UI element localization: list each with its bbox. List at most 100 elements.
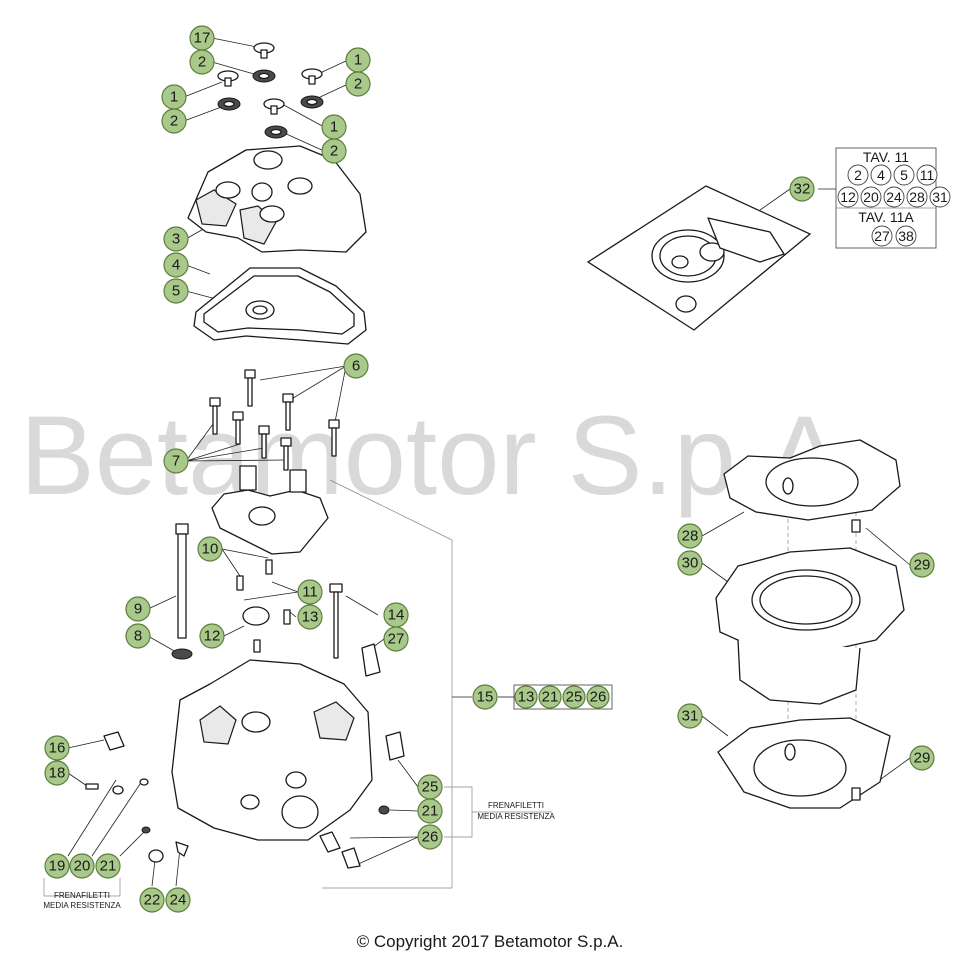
svg-text:4: 4 bbox=[877, 167, 885, 183]
threadlocker-notes: FRENAFILETTI MEDIA RESISTENZA FRENAFILET… bbox=[43, 801, 555, 910]
svg-text:31: 31 bbox=[682, 708, 699, 725]
callout-7[interactable]: 7 bbox=[163, 448, 189, 474]
svg-text:5: 5 bbox=[172, 283, 180, 300]
svg-text:12: 12 bbox=[204, 628, 221, 645]
kit15-item-13[interactable]: 13 bbox=[514, 685, 538, 709]
svg-text:11: 11 bbox=[920, 167, 935, 183]
callout-1[interactable]: 1 bbox=[345, 47, 371, 73]
svg-text:29: 29 bbox=[914, 750, 931, 767]
callout-21[interactable]: 21 bbox=[95, 853, 121, 879]
callout-13[interactable]: 13 bbox=[297, 604, 323, 630]
callout-21[interactable]: 21 bbox=[417, 798, 443, 824]
svg-text:26: 26 bbox=[422, 829, 439, 846]
svg-text:4: 4 bbox=[172, 257, 180, 274]
callout-22[interactable]: 22 bbox=[139, 887, 165, 913]
svg-text:20: 20 bbox=[74, 858, 91, 875]
svg-text:1: 1 bbox=[170, 89, 178, 106]
callout-27[interactable]: 27 bbox=[383, 626, 409, 652]
callout-28[interactable]: 28 bbox=[677, 523, 703, 549]
callout-11[interactable]: 11 bbox=[297, 579, 323, 605]
svg-text:20: 20 bbox=[863, 189, 879, 205]
ref-item: 2 bbox=[847, 164, 869, 186]
ref-item: 31 bbox=[929, 186, 951, 208]
svg-text:19: 19 bbox=[49, 858, 66, 875]
callout-20[interactable]: 20 bbox=[69, 853, 95, 879]
svg-text:7: 7 bbox=[172, 453, 180, 470]
callout-29[interactable]: 29 bbox=[909, 745, 935, 771]
svg-text:22: 22 bbox=[144, 892, 161, 909]
callout-2[interactable]: 2 bbox=[321, 138, 347, 164]
svg-text:30: 30 bbox=[682, 555, 699, 572]
svg-text:2: 2 bbox=[854, 167, 862, 183]
callout-4[interactable]: 4 bbox=[163, 252, 189, 278]
callouts: 17 2 1 2 1 2 1 2 3 4 5 6 7 10 11 9 14 12… bbox=[44, 25, 935, 913]
ref-item: 28 bbox=[906, 186, 928, 208]
threadlock-note-left-line2: MEDIA RESISTENZA bbox=[43, 901, 121, 910]
callout-10[interactable]: 10 bbox=[197, 536, 223, 562]
threadlock-note-right-line2: MEDIA RESISTENZA bbox=[477, 812, 555, 821]
callout-12[interactable]: 12 bbox=[199, 623, 225, 649]
kit15-item-26[interactable]: 26 bbox=[586, 685, 610, 709]
svg-text:21: 21 bbox=[422, 803, 439, 820]
callout-17[interactable]: 17 bbox=[189, 25, 215, 51]
svg-text:25: 25 bbox=[566, 689, 583, 706]
callout-25[interactable]: 25 bbox=[417, 774, 443, 800]
svg-text:1: 1 bbox=[354, 52, 362, 69]
svg-text:25: 25 bbox=[422, 779, 439, 796]
ref-item: 38 bbox=[895, 225, 917, 247]
svg-text:28: 28 bbox=[909, 189, 925, 205]
svg-text:17: 17 bbox=[194, 30, 211, 47]
callout-16[interactable]: 16 bbox=[44, 735, 70, 761]
svg-text:2: 2 bbox=[330, 143, 338, 160]
ref-title-tav11a: TAV. 11A bbox=[858, 209, 914, 225]
svg-text:29: 29 bbox=[914, 557, 931, 574]
svg-text:13: 13 bbox=[518, 689, 535, 706]
callout-32[interactable]: 32 bbox=[789, 176, 815, 202]
callout-8[interactable]: 8 bbox=[125, 623, 151, 649]
callout-2[interactable]: 2 bbox=[161, 108, 187, 134]
ref-item: 11 bbox=[916, 164, 938, 186]
ref-title-tav11: TAV. 11 bbox=[863, 149, 909, 165]
svg-text:26: 26 bbox=[590, 689, 607, 706]
kit15-item-25[interactable]: 25 bbox=[562, 685, 586, 709]
callout-2[interactable]: 2 bbox=[345, 71, 371, 97]
svg-text:6: 6 bbox=[352, 358, 360, 375]
ref-item: 4 bbox=[870, 164, 892, 186]
callout-1[interactable]: 1 bbox=[321, 114, 347, 140]
kit15-item-21[interactable]: 21 bbox=[538, 685, 562, 709]
parts-drawing bbox=[85, 42, 937, 869]
svg-text:21: 21 bbox=[542, 689, 559, 706]
callout-9[interactable]: 9 bbox=[125, 596, 151, 622]
copyright-notice: © Copyright 2017 Betamotor S.p.A. bbox=[356, 932, 624, 951]
svg-text:13: 13 bbox=[302, 609, 319, 626]
svg-text:27: 27 bbox=[388, 631, 405, 648]
svg-text:27: 27 bbox=[874, 228, 890, 244]
callout-18[interactable]: 18 bbox=[44, 760, 70, 786]
callout-5[interactable]: 5 bbox=[163, 278, 189, 304]
callout-3[interactable]: 3 bbox=[163, 226, 189, 252]
callout-15[interactable]: 15 bbox=[472, 684, 498, 710]
ref-item: 24 bbox=[883, 186, 905, 208]
callout-31[interactable]: 31 bbox=[677, 703, 703, 729]
callout-30[interactable]: 30 bbox=[677, 550, 703, 576]
callout-1[interactable]: 1 bbox=[161, 84, 187, 110]
callout-2[interactable]: 2 bbox=[189, 49, 215, 75]
callout-26[interactable]: 26 bbox=[417, 824, 443, 850]
svg-text:32: 32 bbox=[794, 181, 811, 198]
callout-29[interactable]: 29 bbox=[909, 552, 935, 578]
svg-text:15: 15 bbox=[477, 689, 494, 706]
callout-14[interactable]: 14 bbox=[383, 602, 409, 628]
svg-text:10: 10 bbox=[202, 541, 219, 558]
svg-text:3: 3 bbox=[172, 231, 180, 248]
callout-6[interactable]: 6 bbox=[343, 353, 369, 379]
svg-text:9: 9 bbox=[134, 601, 142, 618]
ref-item: 5 bbox=[893, 164, 915, 186]
callout-19[interactable]: 19 bbox=[44, 853, 70, 879]
callout-24[interactable]: 24 bbox=[165, 887, 191, 913]
threadlock-note-left-line1: FRENAFILETTI bbox=[54, 891, 110, 900]
svg-text:11: 11 bbox=[302, 584, 318, 601]
svg-text:24: 24 bbox=[170, 892, 187, 909]
svg-text:14: 14 bbox=[388, 607, 405, 624]
svg-text:2: 2 bbox=[354, 76, 362, 93]
